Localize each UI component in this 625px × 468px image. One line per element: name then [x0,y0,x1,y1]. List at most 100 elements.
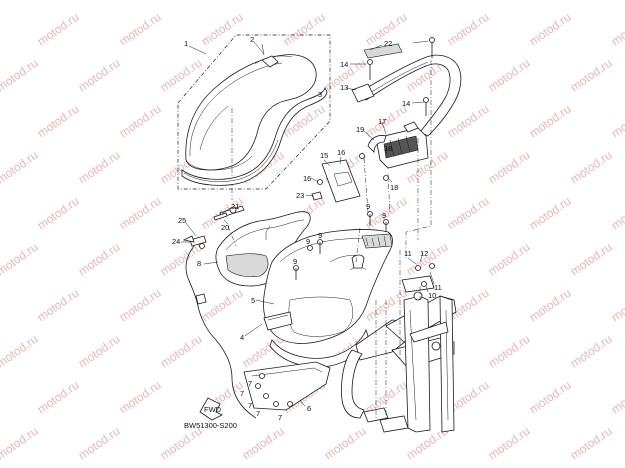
callout-7: 7 [248,379,252,388]
callout-17: 17 [378,117,386,126]
callout-18: 18 [384,144,392,153]
callout-9: 9 [306,237,310,246]
watermark-text: motod.ru [0,424,41,463]
watermark-text: motod.ru [609,102,625,141]
watermark-text: motod.ru [76,240,123,279]
watermark-text: motod.ru [281,10,328,49]
watermark-text: motod.ru [568,424,615,463]
watermark-text: motod.ru [76,148,123,187]
callout-20: 20 [221,223,229,232]
watermark-text: motod.ru [486,240,533,279]
watermark-text: motod.ru [35,286,82,325]
watermark-text: motod.ru [158,0,205,2]
callout-2: 2 [250,35,254,44]
watermark-text: motod.ru [322,424,369,463]
watermark-text: motod.ru [445,194,492,233]
callout-24: 24 [172,237,180,246]
callout-7: 7 [256,409,260,418]
seat-liner [215,211,311,287]
callout-4: 4 [240,333,244,342]
callout-16: 16 [303,174,311,183]
callout-9: 9 [293,257,297,266]
seat-trim-strip [181,86,328,186]
watermark-text: motod.ru [609,10,625,49]
callout-19: 19 [356,125,364,134]
watermark-text: motod.ru [486,332,533,371]
callout-16: 16 [337,148,345,157]
watermark-text: motod.ru [568,56,615,95]
callout-23: 23 [296,191,304,200]
watermark-text: motod.ru [568,332,615,371]
watermark-text: motod.ru [568,240,615,279]
watermark-text: motod.ru [76,332,123,371]
watermark-text: motod.ru [486,148,533,187]
callout-11: 11 [404,249,412,258]
callout-10: 10 [428,291,436,300]
watermark-text: motod.ru [199,286,246,325]
watermark-text: motod.ru [76,56,123,95]
callout-8: 8 [197,259,201,268]
watermark-text: motod.ru [158,56,205,95]
watermark-text: motod.ru [117,378,164,417]
watermark-text: motod.ru [0,332,41,371]
frame [341,275,457,433]
watermark-text: motod.ru [35,102,82,141]
callout-14: 14 [402,99,410,108]
watermark-text: motod.ru [527,378,574,417]
watermark-text: motod.ru [609,194,625,233]
watermark-text: motod.ru [0,56,41,95]
callout-7: 7 [278,413,282,422]
watermark-text: motod.ru [0,240,41,279]
watermark-text: motod.ru [527,102,574,141]
watermark-text: motod.ru [240,424,287,463]
watermark-text: motod.ru [568,0,615,2]
watermark-text: motod.ru [527,194,574,233]
callout-12: 12 [420,249,428,258]
callout-18: 18 [390,183,398,192]
pad [363,43,403,59]
callout-22: 22 [384,39,392,48]
callout-9: 9 [382,211,386,220]
center-lines [227,60,432,420]
callout-14: 14 [340,60,348,69]
callout-9: 9 [366,202,370,211]
watermark-text: motod.ru [609,286,625,325]
watermark-text: motod.ru [527,10,574,49]
watermark-text: motod.ru [322,0,369,2]
watermark-text: motod.ru [158,332,205,371]
license-bracket [311,159,361,203]
watermark-text: motod.ru [76,424,123,463]
watermark-text: motod.ru [527,286,574,325]
watermark-text: motod.ru [404,240,451,279]
watermark-text: motod.ru [0,0,41,2]
seat-group-outline [177,34,331,190]
seat-hook [261,43,279,68]
seat-lock-cable [182,235,257,419]
hinge-parts [213,205,245,221]
leader-lines [181,40,435,407]
watermark-text: motod.ru [76,0,123,2]
watermark-text: motod.ru [35,194,82,233]
watermark-text: motod.ru [486,56,533,95]
bolts [199,37,435,407]
watermark-text: motod.ru [404,0,451,2]
seat [185,54,317,200]
callout-25: 25 [178,216,186,225]
watermark-text: motod.ru [486,424,533,463]
fwd-label: FWD [204,405,222,414]
diagram-code: BW51300-S200 [184,421,237,430]
watermark-text: motod.ru [35,378,82,417]
watermark-text: motod.ru [0,148,41,187]
callout-21: 21 [231,202,239,211]
watermark-text: motod.ru [117,102,164,141]
callout-9: 9 [318,231,322,240]
watermark-text: motod.ru [199,10,246,49]
callout-5: 5 [251,296,255,305]
watermark-text: motod.ru [117,286,164,325]
callout-7: 7 [240,389,244,398]
helmet-box [263,228,393,368]
callout-13: 13 [340,83,348,92]
watermark-text: motod.ru [35,10,82,49]
rear-bracket [367,121,429,169]
